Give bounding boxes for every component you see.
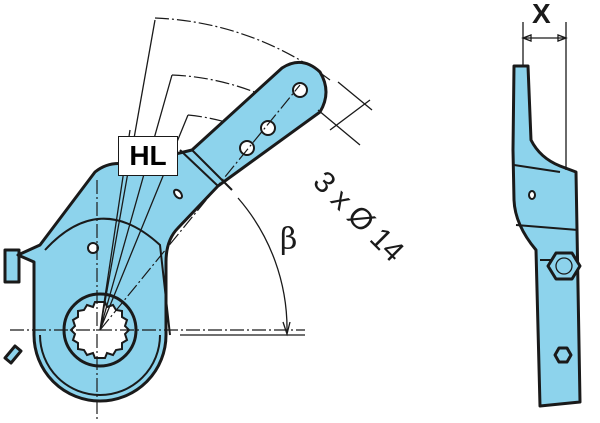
adjuster-hex-nut — [546, 251, 582, 281]
slack-adjuster-front-view — [511, 22, 582, 408]
stroke-label-box: HL — [118, 136, 178, 176]
slack-adjuster-side-view — [3, 60, 328, 403]
pin-hole-1 — [292, 82, 308, 98]
angle-label: β — [280, 222, 298, 257]
small-nut — [553, 346, 573, 364]
angle-arc — [237, 197, 288, 334]
pin-hole-3 — [239, 140, 255, 156]
pin-hole-2 — [260, 120, 276, 136]
width-dimension-label: X — [532, 0, 551, 29]
adjuster-bolt-head — [3, 248, 21, 284]
grease-nipple — [3, 344, 23, 365]
angle-arrow — [282, 321, 291, 337]
